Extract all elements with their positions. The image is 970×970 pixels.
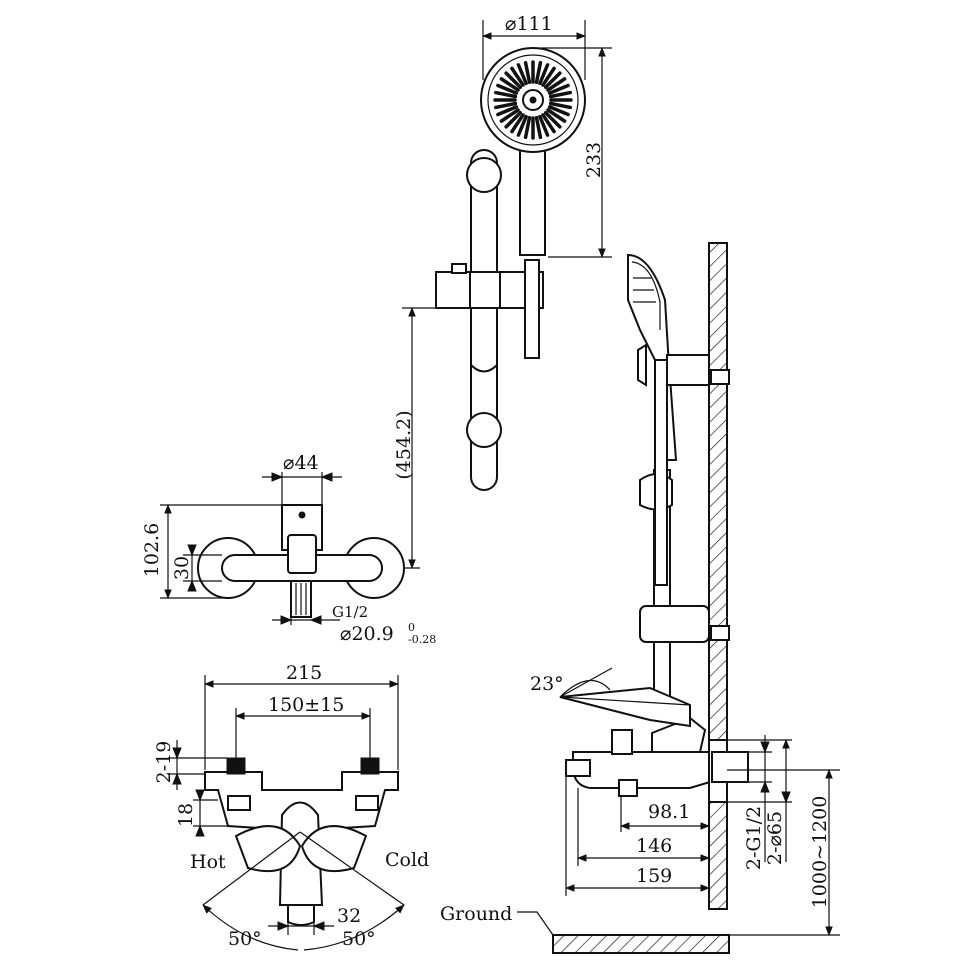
dim-handshower-diameter: ⌀111 [505,13,553,35]
shower-hose [524,259,540,359]
nozzle [510,66,525,87]
nozzle [493,101,518,110]
dim-body-diameter: ⌀44 [283,452,319,474]
dim-angle-left: 50° [228,928,262,950]
shower-rail-front-view: ⌀111 233 (454.2) [393,13,612,569]
nozzle [534,60,543,85]
nozzle [546,108,567,123]
nozzle [523,60,532,85]
rail-bottom-bracket [466,412,502,448]
dim-flange-diameter: 2-⌀65 [764,811,786,865]
nozzle [541,66,556,87]
mixer-body-front [204,771,399,831]
mixer-lever [278,801,324,906]
nozzle [496,83,519,95]
wall [708,242,728,910]
dim-centers: 150±15 [268,694,344,716]
mixer-front-view: Hot Cold 215 150±15 2-19 18 32 50° [153,662,429,951]
nozzle [534,115,543,140]
nozzle [548,90,573,99]
hot-inlet [226,757,246,775]
nozzle [499,108,520,123]
dim-spout-width: 32 [337,905,361,927]
side-spout-outlet [565,759,591,777]
dim-lever-angle: 23° [530,673,564,695]
nozzle [510,113,525,134]
floor [552,934,730,954]
nozzle [538,114,550,137]
dim-rail-distance: (454.2) [393,410,415,479]
dim-pipe-tol-upper: 0 [408,621,415,634]
rail-top-bracket [466,157,502,193]
lever-hot-position [234,825,302,873]
nozzle [546,77,567,92]
dim-spout-98: 98.1 [648,801,690,823]
nozzle [548,101,573,110]
nozzle [516,63,528,86]
dim-width-total: 215 [286,662,322,684]
dim-wall-thread: 2-G1/2 [743,806,765,870]
nozzle [493,90,518,99]
nozzle [547,105,570,117]
diverter-knob [611,729,633,755]
dim-thread: G1/2 [332,603,368,621]
nozzle [504,110,523,129]
shower-nozzles [493,60,573,140]
nozzle [538,63,550,86]
nozzle [543,110,562,129]
hose-side [654,359,668,586]
rail-joint [470,364,498,373]
dim-install-height: 1000~1200 [809,796,831,909]
nozzle [504,71,523,90]
dim-inlet-height: 2-19 [153,741,175,784]
nozzle [541,113,556,134]
dim-spout-146: 146 [636,835,672,857]
cold-inlet [360,757,380,775]
label-ground: Ground [440,903,512,925]
nozzle [523,115,532,140]
dim-pipe-diameter: ⌀20.9 [340,623,394,645]
dim-pipe-tol-lower: -0.28 [408,633,436,646]
slide-rail [470,149,498,491]
nozzle [543,71,562,90]
dim-total-height: 102.6 [141,523,163,577]
dim-spout-159: 159 [636,865,672,887]
label-cold: Cold [385,849,429,871]
dim-body-height: 30 [171,556,193,580]
nozzle [499,77,520,92]
mixer-top-view: ⌀44 102.6 30 G1/2 ⌀20.9 0 -0.28 [141,452,436,646]
slider-side [639,605,710,643]
nozzle [496,105,519,117]
shower-handle [519,147,546,256]
dim-handshower-height: 233 [583,142,605,178]
lever-cold-position [300,825,368,873]
front-spout [287,904,315,926]
dim-body-thickness: 18 [175,803,197,827]
side-view-installation: Ground 23° 98.1 146 [440,242,840,954]
handshower-holder [666,354,710,386]
dim-angle-right: 50° [342,928,376,950]
nozzle [547,83,570,95]
lever-side [559,686,691,728]
label-hot: Hot [190,851,226,873]
mixer-body-side [572,751,711,789]
nozzle [516,114,528,137]
